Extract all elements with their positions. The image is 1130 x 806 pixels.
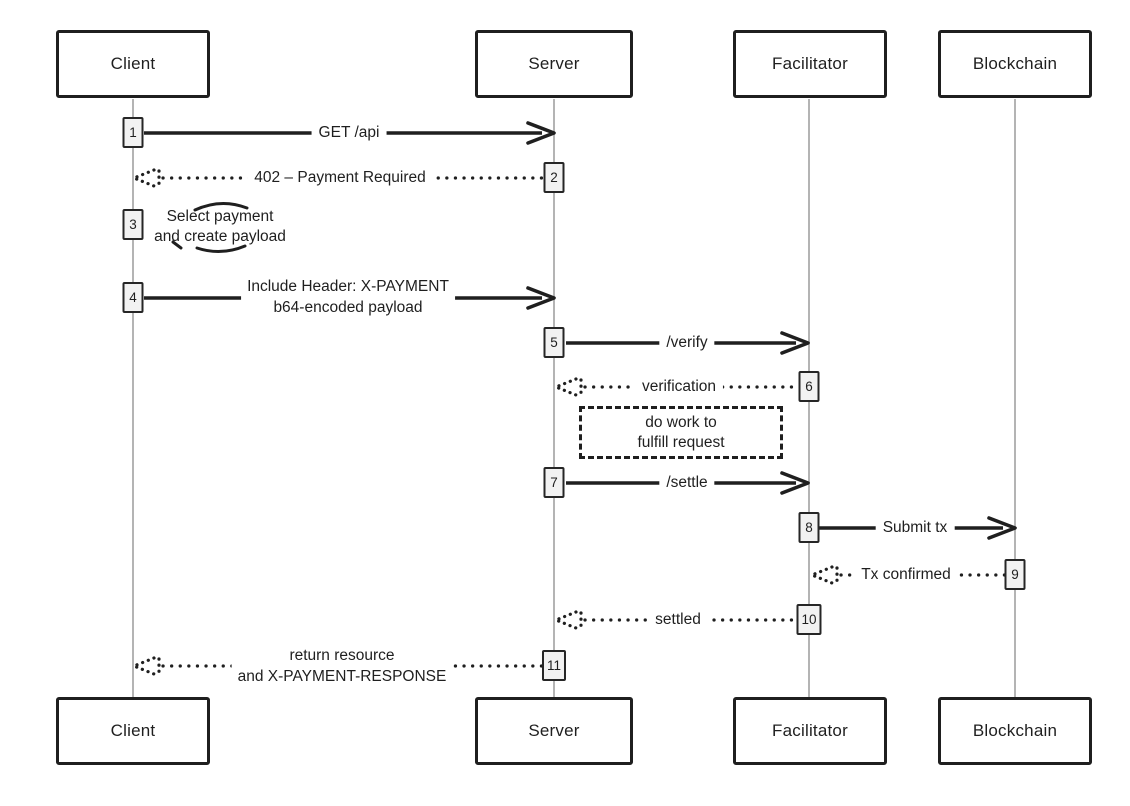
message-10-label: settled — [648, 609, 708, 631]
seq-badge-5: 5 — [543, 327, 565, 358]
participant-label: Blockchain — [972, 54, 1058, 73]
participant-label: Client — [110, 54, 156, 73]
seq-badge-2: 2 — [543, 162, 565, 193]
message-7-label: /settle — [659, 472, 715, 494]
message-6-label: verification — [634, 376, 724, 398]
lifeline-server — [553, 99, 555, 698]
participant-label: Blockchain — [972, 721, 1058, 740]
participant-facilitator-top: Facilitator — [733, 30, 887, 98]
participant-label: Server — [528, 54, 580, 73]
seq-badge-6: 6 — [798, 371, 820, 402]
participant-client-top: Client — [56, 30, 210, 98]
lifeline-blockchain — [1014, 99, 1016, 698]
participant-blockchain-bottom: Blockchain — [938, 697, 1092, 765]
work-note-line2: fulfill request — [637, 433, 725, 451]
message-3-note-line1: Select payment — [166, 208, 274, 225]
seq-badge-3: 3 — [122, 209, 144, 240]
seq-badge-4: 4 — [122, 282, 144, 313]
message-4-label-line2: b64-encoded payload — [273, 299, 423, 316]
participant-blockchain-top: Blockchain — [938, 30, 1092, 98]
participant-server-bottom: Server — [475, 697, 633, 765]
seq-badge-7: 7 — [543, 467, 565, 498]
message-10-arrow-left-icon — [551, 610, 801, 630]
participant-label: Facilitator — [772, 721, 848, 740]
message-4-label-line1: Include Header: X-PAYMENT — [247, 278, 449, 295]
message-4-label: Include Header: X-PAYMENT b64-encoded pa… — [241, 276, 455, 318]
participant-label: Facilitator — [772, 54, 848, 73]
participant-label: Server — [528, 721, 580, 740]
lifeline-client — [132, 99, 134, 698]
work-note: do work to fulfill request — [579, 406, 783, 459]
note-squiggle-icon — [171, 202, 249, 253]
work-note-line1: do work to — [645, 413, 717, 431]
message-9-label: Tx confirmed — [854, 564, 958, 586]
seq-badge-8: 8 — [798, 512, 820, 543]
participant-facilitator-bottom: Facilitator — [733, 697, 887, 765]
participant-server-top: Server — [475, 30, 633, 98]
message-6-arrow-left-icon — [551, 377, 801, 397]
seq-badge-9: 9 — [1004, 559, 1026, 590]
message-5-label: /verify — [659, 332, 715, 354]
seq-badge-11: 11 — [541, 650, 567, 681]
message-1-label: GET /api — [311, 122, 387, 144]
message-11-label-line2: and X-PAYMENT-RESPONSE — [237, 668, 447, 685]
participant-label: Client — [110, 721, 156, 740]
message-3-note-line2: and create payload — [154, 228, 286, 245]
seq-badge-1: 1 — [122, 117, 144, 148]
message-11-label-line1: return resource — [289, 647, 395, 664]
message-11-label: return resource and X-PAYMENT-RESPONSE — [231, 645, 453, 687]
message-2-label: 402 – Payment Required — [247, 167, 433, 189]
seq-badge-10: 10 — [796, 604, 822, 635]
message-3-note: Select payment and create payload — [154, 207, 286, 247]
participant-client-bottom: Client — [56, 697, 210, 765]
message-8-label: Submit tx — [875, 517, 955, 539]
